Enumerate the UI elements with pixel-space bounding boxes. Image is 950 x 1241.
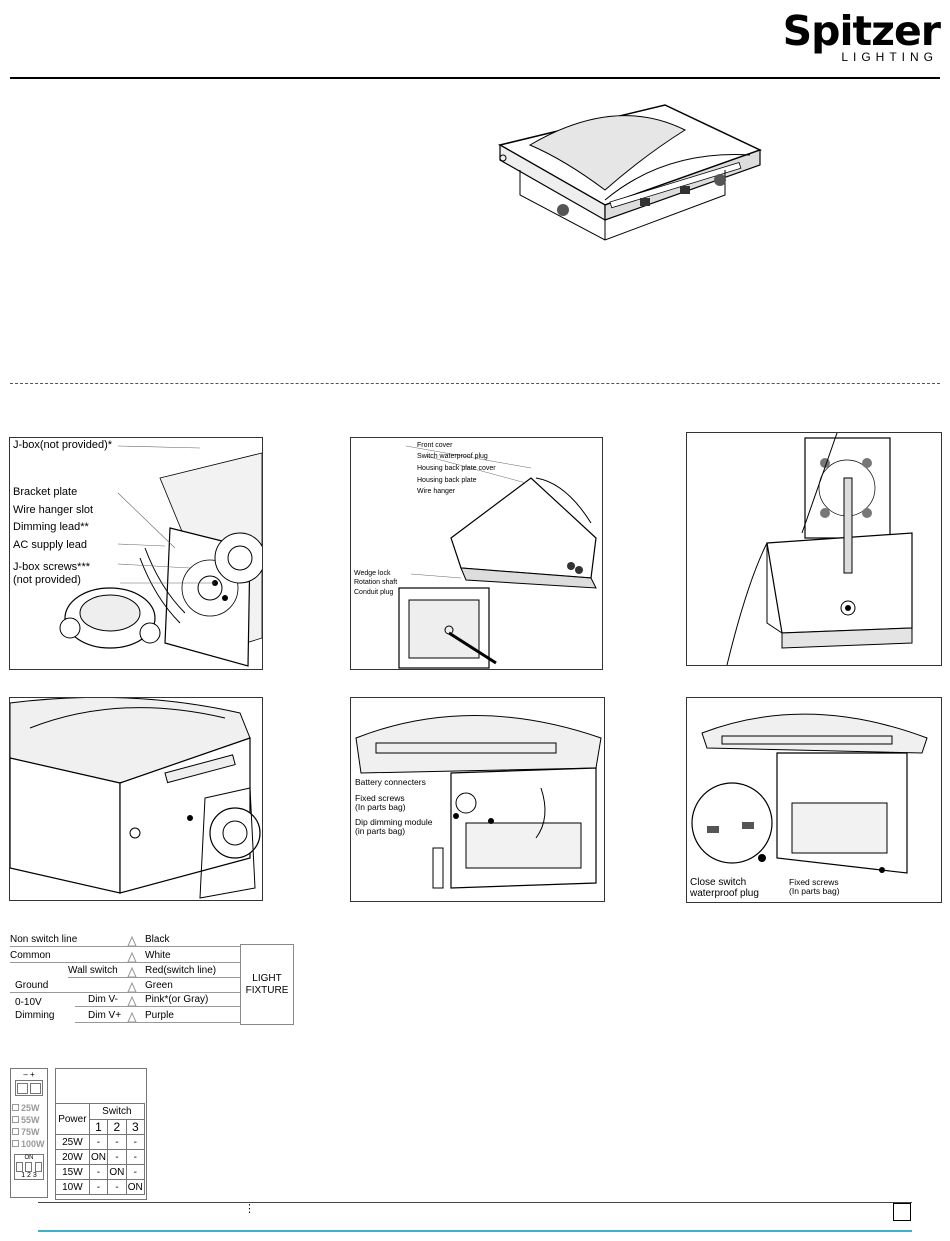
wire-nut-icons [127, 935, 137, 1023]
jbox-bracket-illustration [59, 445, 262, 667]
wire-label-non-switch-line: Non switch line [10, 934, 78, 945]
table-row: 20W ON - - [55, 1149, 146, 1165]
dip-switch-bank: ON 1 2 3 [14, 1154, 44, 1180]
wire-color-white: White [145, 950, 171, 961]
wire-line-4 [10, 992, 240, 993]
header-switch-1: 1 [88, 1118, 109, 1135]
wire-label-dimming: Dimming [15, 1010, 55, 1021]
wire-line-6 [75, 1022, 240, 1023]
label-in-parts-bag: (In parts bag) [355, 802, 406, 812]
label-fixed-screws-6: Fixed screws [789, 877, 839, 887]
footer-separator: ⋮ [244, 1203, 255, 1215]
wire-line-1 [10, 946, 240, 947]
wire-label-0-10v: 0-10V [15, 997, 42, 1008]
wire-label-ground: Ground [15, 980, 49, 991]
dip-module-graphic: – + 25W 55W 75W 100W ON 1 2 3 [10, 1068, 48, 1198]
wire-color-purple: Purple [145, 1010, 174, 1021]
dip-module-polarity: – + [23, 1070, 35, 1079]
fixture-label-light: LIGHT [252, 972, 282, 984]
wire-hanger-illustration [726, 433, 913, 665]
header-rule [10, 77, 940, 79]
install-step-3-panel [686, 432, 942, 666]
install-step-4-panel [9, 697, 263, 901]
label-in-parts-bag-2: (in parts bag) [355, 826, 406, 836]
label-bracket-plate: Bracket plate [13, 486, 78, 498]
label-in-parts-bag-6: (In parts bag) [789, 886, 840, 896]
label-waterproof-plug: waterproof plug [690, 888, 759, 899]
wire-label-wall-switch: Wall switch [68, 965, 118, 976]
label-wedge-lock: Wedge lock [354, 570, 391, 577]
light-fixture-box: LIGHT FIXTURE [240, 944, 294, 1025]
install-step-5-panel [350, 697, 605, 902]
install-step-6-panel [686, 697, 942, 903]
label-fixed-screws: Fixed screws [355, 793, 405, 803]
housing-hinge-illustration [398, 445, 597, 669]
dip-watt-100: 100W [12, 1138, 47, 1150]
dip-watt-25: 25W [12, 1102, 47, 1114]
wire-label-common: Common [10, 950, 51, 961]
label-close-switch: Close switch [690, 877, 747, 888]
brand-logo: Spitzer [782, 7, 941, 55]
label-conduit-plug: Conduit plug [354, 589, 394, 596]
install-step-2-panel [350, 437, 603, 670]
wire-label-dim-v-plus: Dim V+ [88, 1010, 122, 1021]
dip-watt-75: 75W [12, 1126, 47, 1138]
label-wire-hanger-slot: Wire hanger slot [13, 504, 94, 516]
wire-line-2 [10, 962, 240, 963]
label-battery-connecters: Battery connecters [355, 777, 426, 787]
dip-watt-55: 55W [12, 1114, 47, 1126]
header-power: Power [55, 1103, 90, 1135]
close-housing-illustration [10, 698, 261, 899]
label-housing-back-plate: Housing back plate [417, 477, 477, 484]
table-row: 25W - - - [55, 1134, 146, 1150]
dip-switch-table: Power Switch 1 2 3 25W - - - 20W ON - - … [55, 1103, 146, 1195]
label-jbox-screws: J-box screws*** [13, 561, 91, 573]
battery-dip-module-illustration [355, 715, 602, 889]
footer-accent-rule [38, 1230, 912, 1232]
label-dip-dimming-module: Dip dimming module [355, 817, 433, 827]
dip-module-connector [15, 1080, 43, 1096]
table-row: 15W - ON - [55, 1164, 146, 1180]
wire-color-black: Black [145, 934, 170, 945]
label-not-provided: (not provided) [13, 574, 81, 586]
brand-sub: LIGHTING [841, 50, 938, 64]
header-switch-2: 2 [107, 1118, 127, 1135]
wire-color-red: Red(switch line) [145, 965, 217, 976]
label-housing-back-plate-cover: Housing back plate cover [417, 465, 496, 472]
footer-page-box [893, 1203, 911, 1221]
label-rotation-shaft: Rotation shaft [354, 579, 398, 586]
fixture-label-fixture: FIXTURE [245, 984, 289, 996]
fixture-hero-illustration [495, 100, 765, 245]
section-divider [10, 383, 940, 384]
label-dimming-lead: Dimming lead** [13, 521, 89, 533]
footer-rule [38, 1202, 912, 1203]
label-ac-supply-lead: AC supply lead [13, 539, 87, 551]
table-row: 10W - - ON [55, 1179, 146, 1195]
wire-line-5 [75, 1006, 240, 1007]
label-jbox: J-box(not provided)* [13, 439, 113, 451]
install-step-1-panel [9, 437, 263, 670]
wire-label-dim-v-minus: Dim V- [88, 994, 118, 1005]
wire-color-green: Green [145, 980, 173, 991]
close-switch-plug-illustration [691, 713, 928, 874]
header-switch-3: 3 [125, 1118, 146, 1135]
header-switch: Switch [88, 1103, 146, 1120]
label-switch-waterproof-plug: Switch waterproof plug [417, 453, 488, 460]
label-front-cover: Front cover [417, 442, 453, 449]
wire-line-3 [68, 977, 240, 978]
label-wire-hanger: Wire hanger [417, 488, 456, 495]
wire-color-pink: Pink*(or Gray) [145, 994, 209, 1005]
